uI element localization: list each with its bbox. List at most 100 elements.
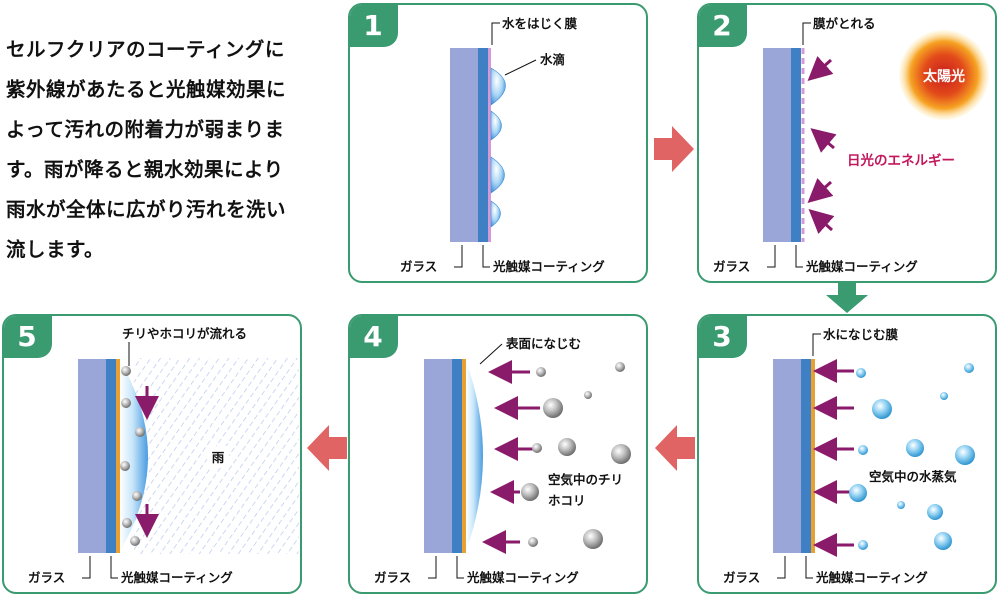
leader-line (491, 22, 500, 45)
coating-layer (791, 48, 801, 242)
intro-text: セルフクリアのコーティングに 紫外線があたると光触媒効果に よって汚れの附着力が… (6, 30, 324, 270)
leader-line (777, 556, 786, 579)
hydrophilic-film (811, 359, 815, 553)
dust-particle (583, 529, 603, 549)
dust-particle (536, 367, 546, 377)
label-glass: ガラス (400, 259, 437, 274)
glass-layer (450, 48, 478, 242)
vapor-particle (927, 504, 943, 520)
vapor-particle (964, 363, 974, 373)
vapor-particle (955, 445, 975, 465)
label-film: 水になじむ膜 (823, 327, 899, 342)
label-coating: 光触媒コーティング (805, 259, 918, 274)
label-dust-line2: ホコリ (548, 493, 586, 508)
vapor-particle (897, 501, 905, 509)
label-coating: 光触媒コーティング (120, 570, 233, 585)
flow-arrow-right (654, 126, 694, 172)
leader-line (482, 245, 490, 268)
glass-layer (78, 359, 106, 553)
step-badge: 2 (699, 5, 747, 47)
label-coating: 光触媒コーティング (492, 259, 605, 274)
dust-particle (528, 537, 538, 547)
panel-3: 3 空気中の水蒸気 水になじむ膜 ガラス 光触媒コーティング (697, 314, 997, 594)
label-coating: 光触媒コーティング (466, 570, 579, 585)
sun (899, 30, 989, 120)
intro-line: す。雨が降ると親水効果により (6, 158, 284, 181)
dust-particle (611, 444, 631, 464)
energy-arrow (810, 128, 837, 153)
label-vapor: 空気中の水蒸気 (869, 469, 957, 484)
label-sun: 太陽光 (923, 68, 965, 85)
coating-layer (452, 359, 462, 553)
panel-5: 5 雨 チリやホコリが流れる ガラス 光触媒コーティング (2, 314, 302, 594)
step-badge: 3 (699, 316, 747, 358)
vapor-particle (856, 368, 866, 378)
panel-2-illustration: 太陽光 日光のエネルギー 膜がとれる ガラス 光触媒コーティング (713, 16, 989, 274)
intro-line: セルフクリアのコーティングに (6, 38, 285, 61)
flow-arrow-left (655, 425, 695, 471)
dust-particle (130, 536, 140, 546)
vapor-particle (906, 439, 924, 457)
vapor-particle (872, 399, 892, 419)
step-badge: 4 (350, 316, 398, 358)
dust-particle (132, 491, 142, 501)
glass-layer (763, 48, 791, 242)
dust-particle (135, 427, 145, 437)
water-droplet (490, 200, 501, 228)
leader-line (795, 245, 803, 268)
label-energy: 日光のエネルギー (847, 152, 955, 169)
energy-arrow (807, 178, 834, 204)
flow-arrow-left (307, 425, 347, 471)
label-rain: 雨 (212, 450, 225, 465)
intro-line: よって汚れの附着力が弱まりま (6, 118, 285, 141)
label-flow: チリやホコリが流れる (122, 326, 247, 341)
dust-particle (121, 398, 131, 408)
hydrophilic-film (462, 359, 466, 553)
step-badge: 1 (350, 5, 398, 47)
label-glass: ガラス (723, 570, 760, 585)
label-dust-line1: 空気中のチリ (548, 472, 623, 487)
dust-particle (543, 398, 563, 418)
label-glass: ガラス (713, 259, 750, 274)
coating-layer (801, 359, 811, 553)
coating-layer (106, 359, 116, 553)
leader-line (802, 22, 811, 45)
energy-arrow (807, 56, 834, 82)
leader-line (428, 556, 437, 579)
intro-line: 流します。 (6, 238, 105, 261)
leader-line (110, 556, 118, 579)
dust-particle (558, 438, 576, 456)
dust-particle (615, 362, 625, 372)
dust-particle (122, 518, 132, 528)
vapor-particle (858, 540, 868, 550)
glass-layer (424, 359, 452, 553)
vapor-particle (849, 484, 867, 502)
label-droplet: 水滴 (540, 52, 565, 67)
energy-arrow (808, 208, 835, 234)
leader-line (454, 245, 463, 268)
leader-line (479, 343, 503, 365)
vapor-particle (934, 532, 952, 550)
vapor-particle (858, 445, 868, 455)
label-film: 膜がとれる (813, 16, 876, 31)
leader-line (82, 556, 91, 579)
water-sheet (466, 361, 483, 551)
leader-line (812, 333, 821, 356)
panel-1-illustration: 水をはじく膜 水滴 ガラス 光触媒コーティング (400, 16, 605, 274)
panel-2: 2 太陽光 日光のエネルギー 膜がとれる ガラス 光触媒コーティング (697, 3, 997, 283)
dust-particle (120, 461, 130, 471)
leader-line (504, 59, 537, 76)
rain-label-bg (207, 446, 229, 468)
label-glass: ガラス (374, 570, 411, 585)
panel-4-illustration: 空気中のチリ ホコリ 表面になじむ ガラス 光触媒コーティング (374, 336, 631, 585)
intro-line: 雨水が全体に広がり汚れを洗い (6, 198, 287, 221)
label-film: 水をはじく膜 (502, 16, 578, 31)
dust-particle (584, 391, 592, 399)
step-badge: 5 (4, 316, 52, 358)
water-droplet (490, 67, 506, 106)
hydrophilic-film (116, 359, 120, 553)
leader-line (805, 556, 813, 579)
panel-4: 4 空気中のチリ ホコリ 表面になじむ ガラス 光触媒コーティング (348, 314, 648, 594)
repellent-film (488, 48, 491, 242)
panel-5-illustration: 雨 チリやホコリが流れる ガラス 光触媒コーティング (28, 326, 299, 585)
